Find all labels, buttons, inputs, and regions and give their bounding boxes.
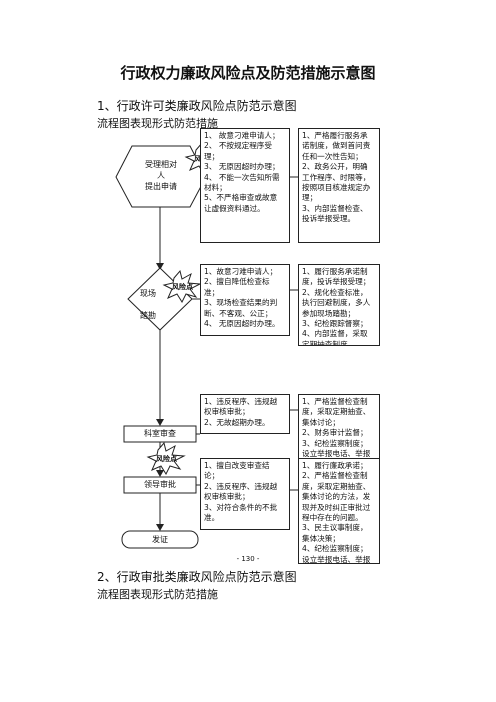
section1-heading: 1、行政许可类廉政风险点防范示意图: [97, 99, 297, 113]
arrow-head: [156, 524, 164, 531]
step3-risks-box: 1、违反程序、违规越 权审核审批； 2、无故超期办理。: [200, 394, 290, 434]
step1-risks-box: 1、 故意刁难申请人； 2、 不按规定程序受 理； 3、 无原因超时办理； 4、…: [200, 128, 290, 243]
risk-label: 风险点: [156, 455, 177, 463]
step4-measures-box: 1、履行廉政承诺； 2、严格监督检查制 度，采取定期抽查、 集体讨论的方法，发 …: [298, 458, 380, 564]
arrow-head: [156, 419, 164, 426]
arrow-head: [156, 263, 164, 270]
step4-risks-box: 1、擅自改变审查结 论； 2、违反程序、违规越 权审核审批； 3、对符合条件的不…: [200, 458, 290, 530]
step1-node-label: 受理相对 人 提出申请: [145, 160, 177, 191]
step2-node-label: 现场 踏勘: [140, 289, 156, 320]
step5-rounded-shape: [121, 530, 199, 549]
step1-measures-box: 1、严格履行服务承 诺制度，做到首问责 任和一次性告知； 2、政务公开，明确 工…: [298, 128, 380, 243]
section2-heading: 2、行政审批类廉政风险点防范示意图: [97, 570, 297, 584]
section2-subheading: 流程图表现形式防范措施: [97, 588, 218, 601]
risk-starburst-icon: [162, 269, 202, 304]
risk-label: 风险点: [172, 283, 193, 291]
step3-node-label: 科室审查: [144, 429, 176, 438]
page-number: - 130 -: [236, 555, 260, 563]
step2-measures-box: 1、履行服务承诺制 度，投诉举报受理； 2、规化检查标准， 执行回避制度，多人 …: [298, 264, 380, 346]
arrow-head: [156, 470, 164, 477]
step4-node-label: 领导审批: [144, 480, 176, 489]
step5-node-label: 发证: [152, 535, 168, 544]
page-title: 行政权力廉政风险点及防范措施示意图: [120, 64, 376, 82]
section1-subheading: 流程图表现形式防范措施: [97, 117, 218, 130]
risk-starburst-icon: [146, 441, 186, 476]
step2-risks-box: 1、故意刁难申请人； 2、擅自降低检查标 准； 3、现场检查结果的判 断、不客观…: [200, 264, 290, 336]
